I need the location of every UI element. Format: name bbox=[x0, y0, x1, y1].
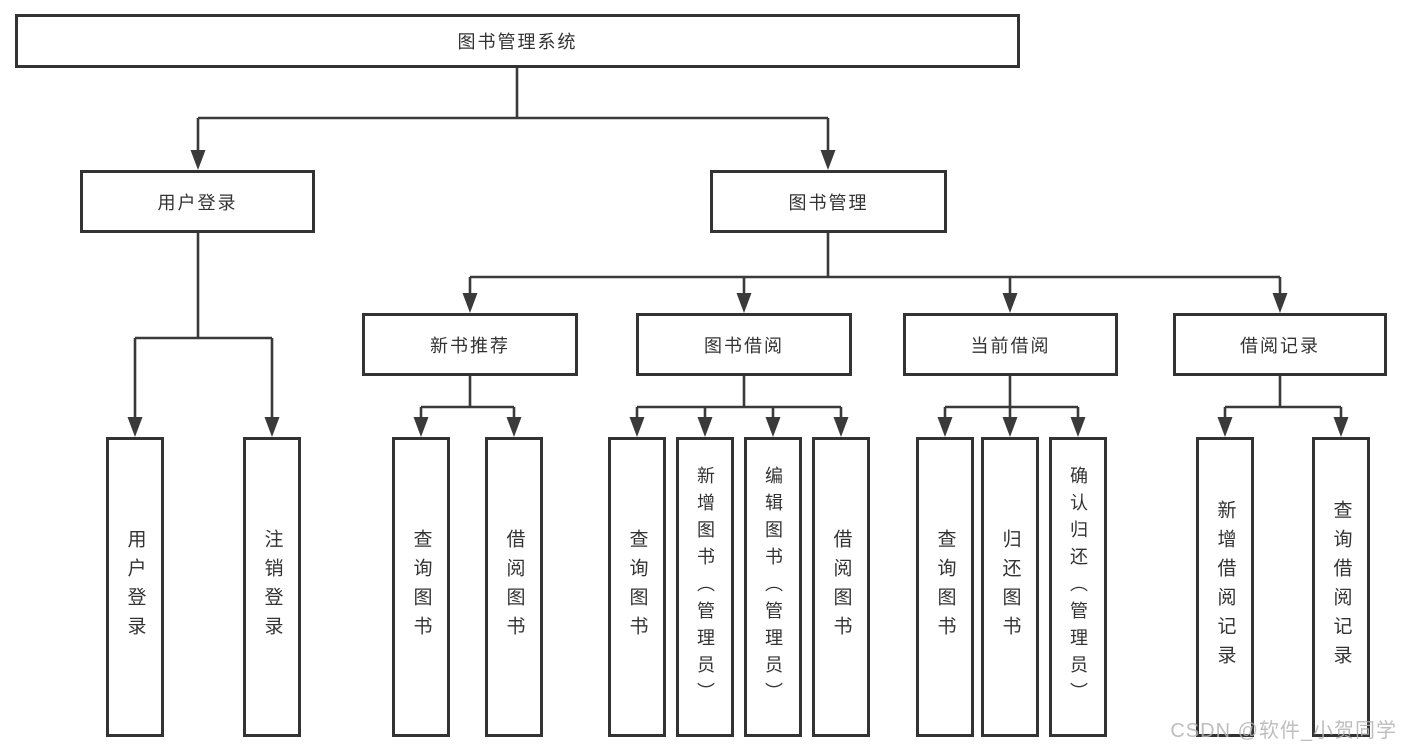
leaf-logout-login: 注销登录 bbox=[243, 437, 301, 737]
leaf-bb-add-books-admin: 新增图书（管理员） bbox=[676, 437, 734, 737]
leaf-bb-query-books: 查询图书 bbox=[608, 437, 666, 737]
leaf-nb-borrow-books: 借阅图书 bbox=[485, 437, 543, 737]
leaf-user-login: 用户登录 bbox=[106, 437, 164, 737]
leaf-cb-query-books: 查询图书 bbox=[916, 437, 974, 737]
node-current-borrow: 当前借阅 bbox=[903, 313, 1118, 376]
node-book-management-group: 图书管理 bbox=[710, 170, 947, 233]
leaf-cb-confirm-return-admin: 确认归还（管理员） bbox=[1049, 437, 1107, 737]
csdn-watermark: CSDN @软件_小贺同学 bbox=[1170, 720, 1397, 742]
leaf-br-add-borrow-record: 新增借阅记录 bbox=[1196, 437, 1254, 737]
leaf-bb-edit-books-admin: 编辑图书（管理员） bbox=[744, 437, 802, 737]
node-book-borrow: 图书借阅 bbox=[636, 313, 852, 376]
leaf-br-query-borrow-record: 查询借阅记录 bbox=[1312, 437, 1370, 737]
leaf-cb-return-books: 归还图书 bbox=[981, 437, 1039, 737]
node-borrow-records: 借阅记录 bbox=[1173, 313, 1387, 376]
leaf-nb-query-books: 查询图书 bbox=[392, 437, 450, 737]
node-user-login-group: 用户登录 bbox=[80, 170, 315, 233]
node-new-book-recommend: 新书推荐 bbox=[362, 313, 578, 376]
node-root: 图书管理系统 bbox=[15, 14, 1020, 68]
leaf-bb-borrow-books: 借阅图书 bbox=[812, 437, 870, 737]
